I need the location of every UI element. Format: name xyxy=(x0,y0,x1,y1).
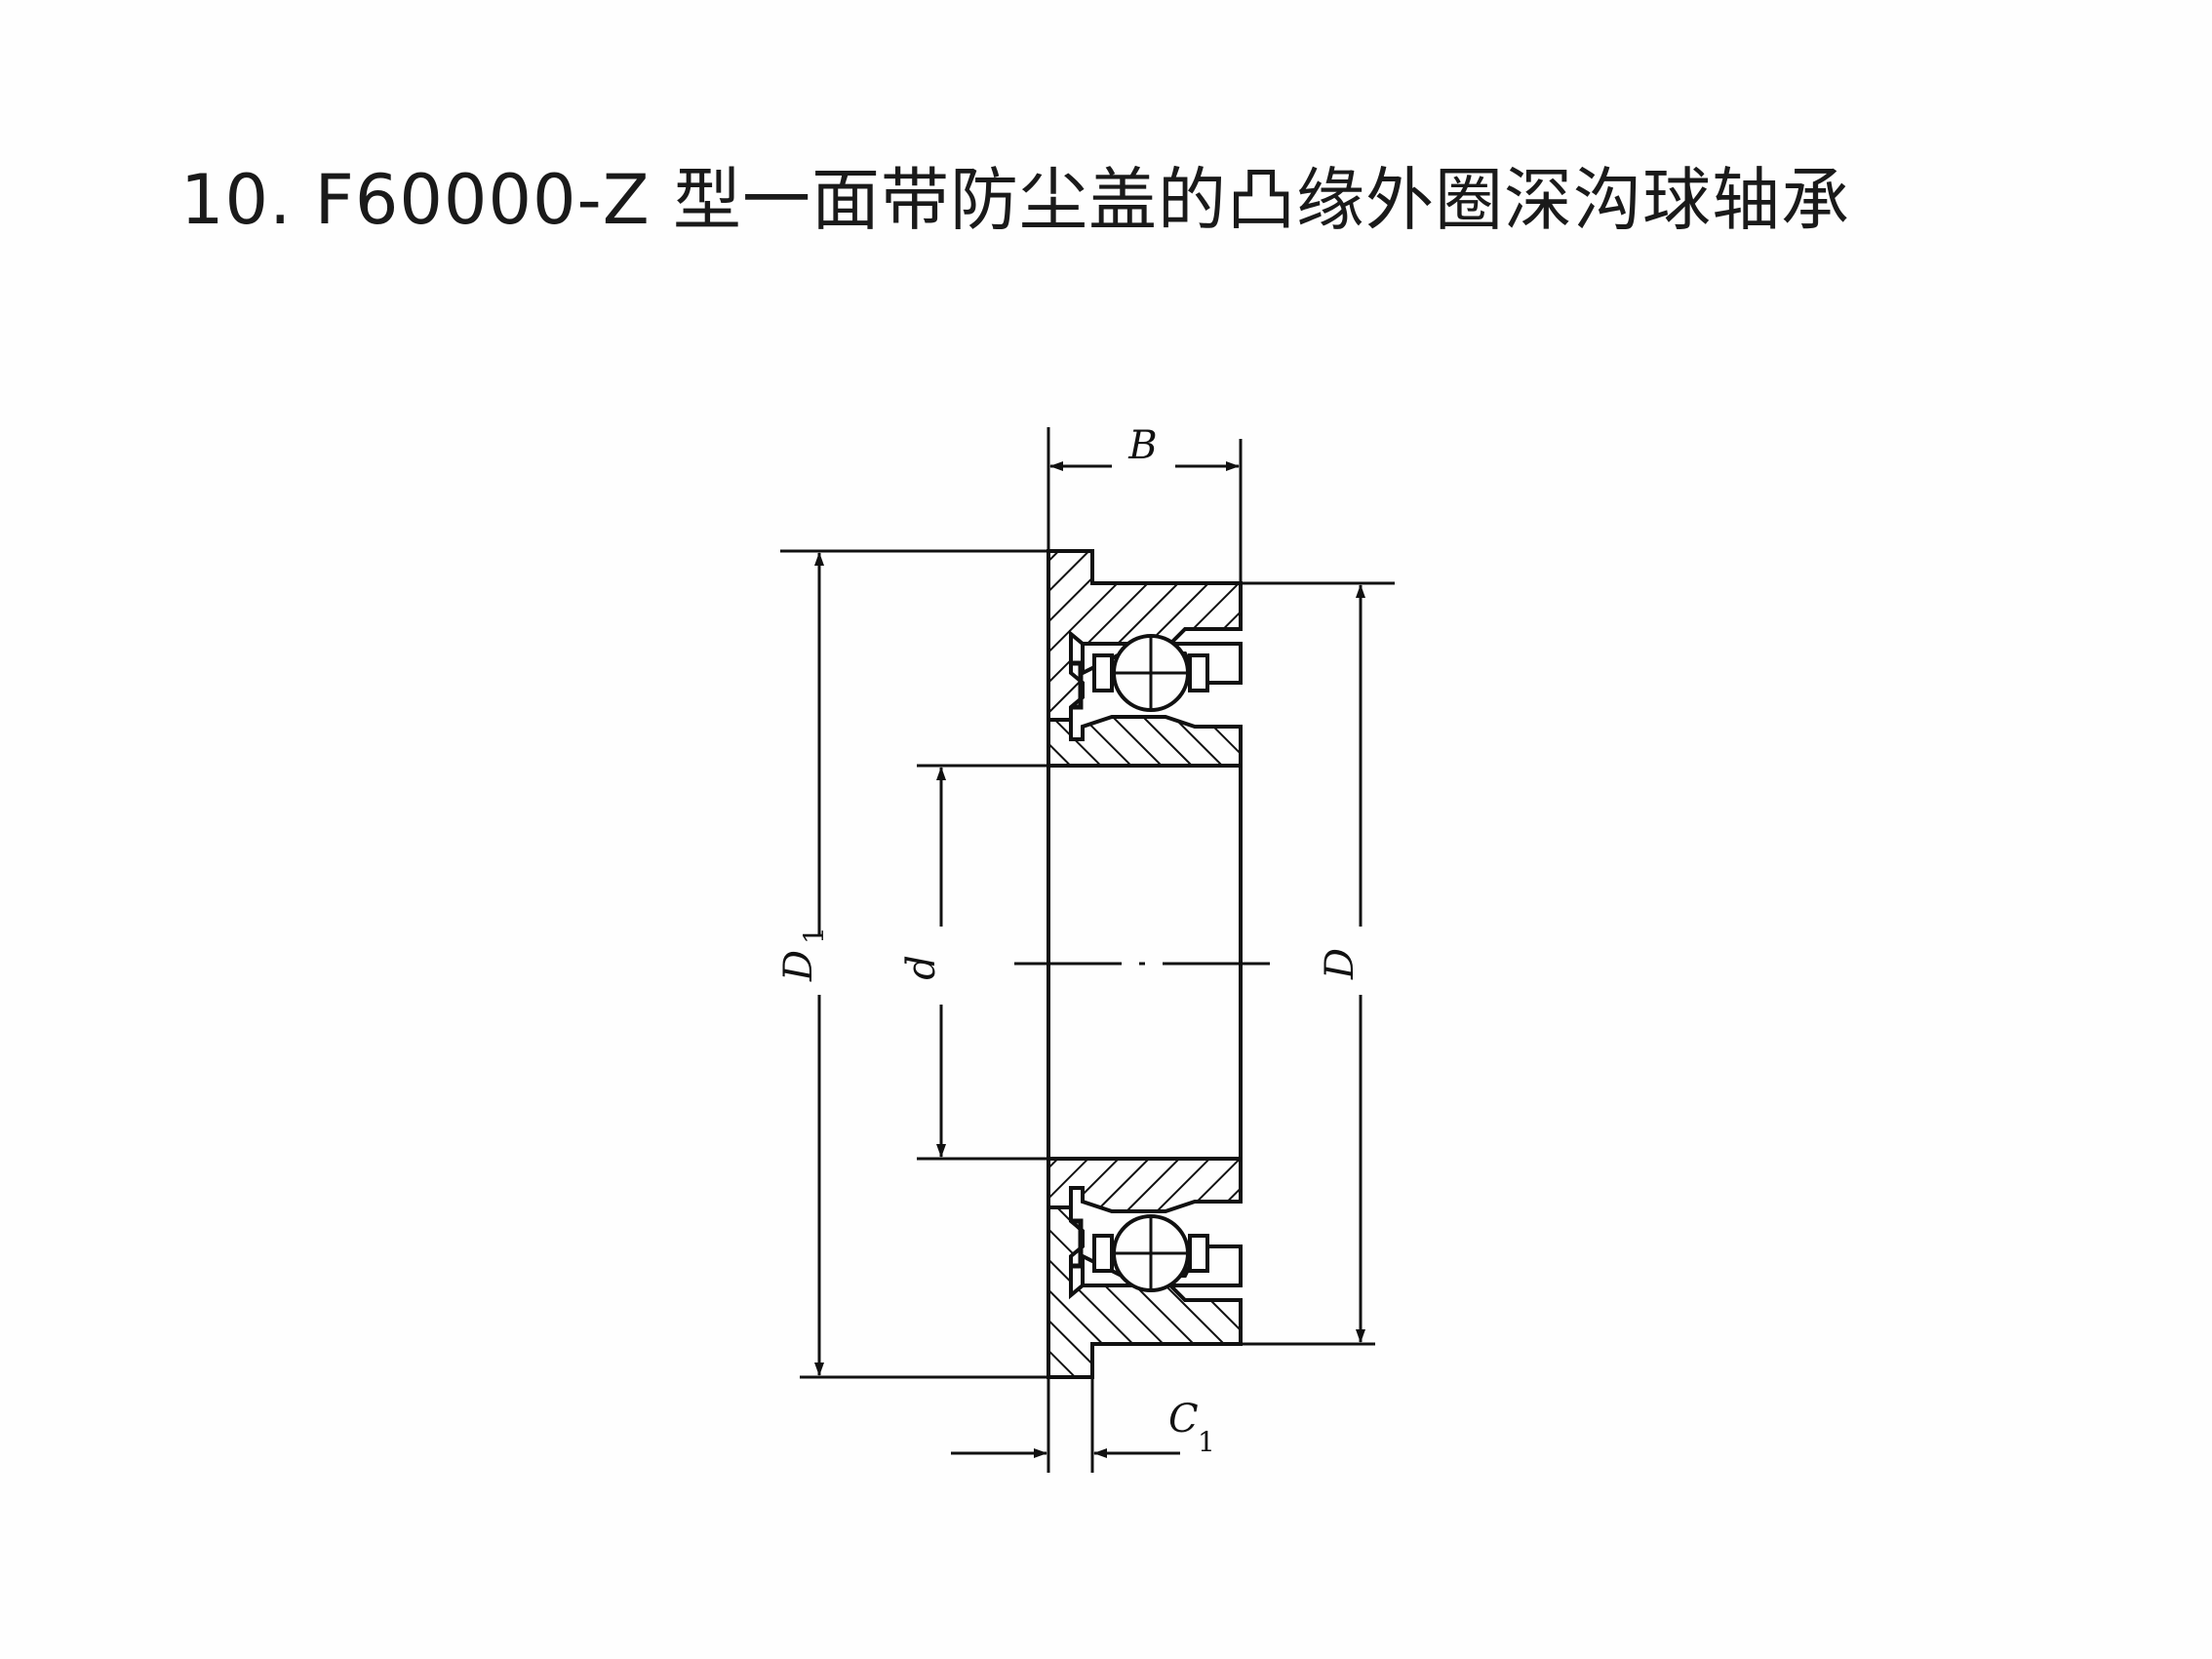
lower-section xyxy=(1047,1157,1243,1379)
extension-lines xyxy=(780,427,1395,1473)
page-title: 10. F60000-Z 型一面带防尘盖的凸缘外圈深沟球轴承 xyxy=(180,160,1850,240)
inner-ring-lower xyxy=(1047,1157,1243,1213)
label-d: d xyxy=(899,955,944,980)
label-D1: D 1 xyxy=(776,927,830,982)
shield-upper xyxy=(1071,660,1084,710)
svg-text:d: d xyxy=(899,955,944,980)
cage-upper-right xyxy=(1188,653,1209,692)
svg-text:1: 1 xyxy=(1198,1426,1215,1458)
svg-text:D: D xyxy=(1318,948,1363,980)
label-D: D xyxy=(1318,948,1363,980)
label-C1: C 1 xyxy=(1168,1397,1215,1458)
label-B: B xyxy=(1127,423,1157,468)
cage-lower-right xyxy=(1188,1234,1209,1273)
cage-upper xyxy=(1092,653,1114,692)
shield-lower xyxy=(1071,1218,1084,1269)
ball-upper xyxy=(1112,634,1190,712)
inner-ring-upper xyxy=(1047,715,1243,768)
svg-text:D: D xyxy=(776,950,821,982)
svg-text:1: 1 xyxy=(798,927,830,944)
ball-lower xyxy=(1112,1214,1190,1292)
svg-text:C: C xyxy=(1168,1397,1199,1442)
dimension-lines xyxy=(814,461,1365,1458)
cage-lower xyxy=(1092,1234,1114,1273)
upper-section xyxy=(1047,549,1243,768)
